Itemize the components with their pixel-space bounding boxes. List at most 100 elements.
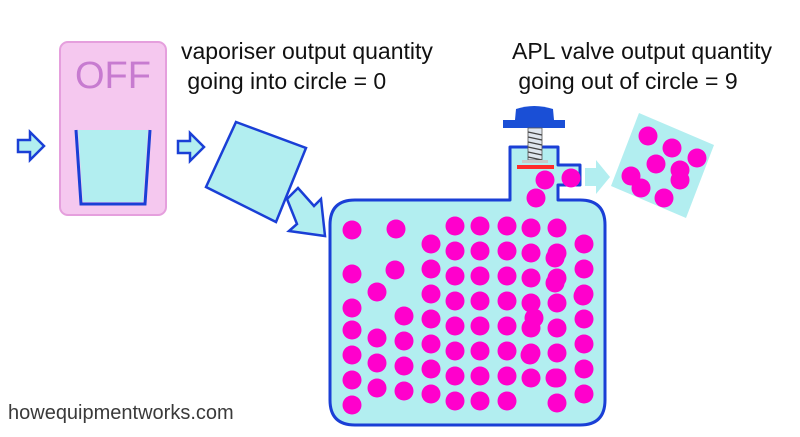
gas-molecule — [574, 309, 594, 329]
gas-molecule — [545, 368, 565, 388]
gas-molecule — [497, 266, 517, 286]
apl-output-label-line1: APL valve output quantity — [512, 38, 772, 64]
gas-molecule — [521, 368, 541, 388]
gas-molecule — [342, 370, 362, 390]
vaporiser-output-arrow — [176, 129, 206, 165]
gas-molecule — [445, 366, 465, 386]
apl-valve-cap — [515, 106, 554, 120]
gas-molecule — [342, 395, 362, 415]
gas-molecule — [394, 356, 414, 376]
gas-molecule — [547, 318, 567, 338]
gas-molecule — [521, 218, 541, 238]
gas-molecule — [342, 298, 362, 318]
gas-molecule — [547, 343, 567, 363]
gas-molecules — [342, 126, 707, 415]
gas-molecule — [670, 170, 690, 190]
gas-molecule — [385, 260, 405, 280]
gas-molecule — [445, 341, 465, 361]
gas-molecule — [547, 393, 567, 413]
gas-molecule — [521, 268, 541, 288]
gas-molecule — [342, 220, 362, 240]
gas-molecule — [662, 138, 682, 158]
gas-molecule — [445, 266, 465, 286]
gas-molecule — [421, 334, 441, 354]
apl-output-label-line2: going out of circle = 9 — [512, 68, 738, 94]
gas-molecule — [574, 334, 594, 354]
gas-molecule — [535, 170, 555, 190]
gas-molecule — [631, 178, 651, 198]
inflow-arrow — [16, 128, 46, 164]
gas-molecule — [367, 378, 387, 398]
gas-molecule — [445, 241, 465, 261]
gas-molecule — [687, 148, 707, 168]
gas-molecule — [520, 345, 540, 365]
gas-molecule — [497, 366, 517, 386]
gas-molecule — [470, 366, 490, 386]
gas-molecule — [342, 320, 362, 340]
gas-molecule — [394, 306, 414, 326]
apl-valve-seat — [517, 165, 554, 169]
gas-molecule — [367, 353, 387, 373]
vaporiser-output-chamber — [204, 120, 308, 224]
gas-molecule — [367, 282, 387, 302]
gas-molecule — [445, 391, 465, 411]
apl-valve-cap-base — [503, 120, 565, 128]
gas-molecule — [521, 293, 541, 313]
apl-valve-disc — [522, 160, 548, 163]
gas-molecule — [646, 154, 666, 174]
gas-molecule — [421, 234, 441, 254]
gas-molecule — [574, 259, 594, 279]
apl-output-label: APL valve output quantity going out of c… — [512, 36, 772, 96]
gas-molecule — [421, 359, 441, 379]
vaporiser-output-label-line2: going into circle = 0 — [181, 68, 387, 94]
vaporiser-output-label: vaporiser output quantity going into cir… — [181, 36, 433, 96]
gas-molecule — [497, 241, 517, 261]
gas-molecule — [421, 259, 441, 279]
gas-molecule — [421, 384, 441, 404]
gas-molecule — [470, 391, 490, 411]
gas-molecule — [386, 219, 406, 239]
gas-molecule — [573, 286, 593, 306]
gas-molecule — [497, 341, 517, 361]
gas-molecule — [445, 291, 465, 311]
gas-molecule — [421, 309, 441, 329]
inflow-to-circle-arrow — [285, 186, 327, 238]
gas-molecule — [545, 248, 565, 268]
gas-molecule — [470, 216, 490, 236]
gas-molecule — [470, 316, 490, 336]
gas-molecule — [445, 216, 465, 236]
gas-molecule — [367, 328, 387, 348]
gas-molecule — [421, 284, 441, 304]
gas-molecule — [574, 234, 594, 254]
vaporiser: OFF — [59, 41, 167, 216]
gas-molecule — [470, 291, 490, 311]
gas-molecule — [394, 381, 414, 401]
gas-molecule — [445, 316, 465, 336]
gas-molecule — [394, 331, 414, 351]
gas-molecule — [497, 316, 517, 336]
gas-molecule — [638, 126, 658, 146]
gas-molecule — [561, 168, 581, 188]
gas-molecule — [497, 216, 517, 236]
gas-molecule — [342, 345, 362, 365]
gas-molecule — [470, 266, 490, 286]
apl-outflow-arrow — [585, 160, 610, 194]
vaporiser-switch-label: OFF — [75, 55, 151, 97]
apl-valve — [503, 106, 565, 169]
watermark: howequipmentworks.com — [8, 402, 234, 424]
gas-molecule — [524, 308, 544, 328]
gas-molecule — [574, 359, 594, 379]
gas-molecule — [521, 243, 541, 263]
gas-molecule — [545, 273, 565, 293]
gas-molecule — [574, 384, 594, 404]
gas-molecule — [497, 391, 517, 411]
gas-molecule — [470, 341, 490, 361]
gas-molecule — [470, 241, 490, 261]
gas-molecule — [654, 188, 674, 208]
gas-molecule — [497, 291, 517, 311]
vaporiser-output-label-line1: vaporiser output quantity — [181, 38, 433, 64]
gas-molecule — [342, 264, 362, 284]
gas-molecule — [526, 188, 546, 208]
gas-molecule — [547, 218, 567, 238]
